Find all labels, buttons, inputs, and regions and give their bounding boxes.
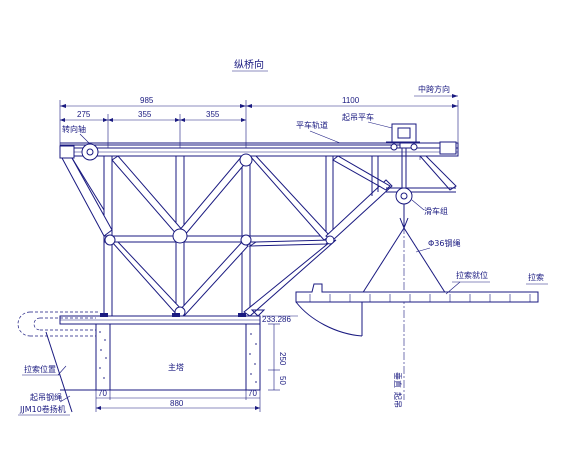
vertical-lift-label-1: 垂直 bbox=[393, 372, 403, 388]
lifting-rope-lines bbox=[45, 331, 96, 413]
pulley-block-leader bbox=[411, 199, 425, 211]
hoist-trolley-label: 起吊平车 bbox=[342, 112, 374, 122]
dim-250: 250 bbox=[278, 352, 287, 366]
pulley-block bbox=[395, 148, 413, 230]
dim-275: 275 bbox=[77, 110, 91, 119]
dim-70-left: 70 bbox=[98, 389, 107, 398]
dim-1100: 1100 bbox=[342, 96, 360, 105]
dim-355-a: 355 bbox=[138, 110, 152, 119]
cable-spot-label: 拉索位置 bbox=[24, 364, 56, 374]
steel-rope-label: Φ36钢绳 bbox=[428, 238, 460, 248]
deck-top-beam bbox=[59, 313, 261, 325]
dim-70-right: 70 bbox=[248, 389, 257, 398]
vertical-lift-label-2: 起吊 bbox=[393, 392, 402, 408]
pulley-block-label: 滑车组 bbox=[424, 206, 448, 216]
cable-spot-leader bbox=[57, 365, 67, 376]
truss-diagonals bbox=[110, 155, 337, 317]
elevation-value: 233.286 bbox=[262, 315, 291, 324]
top-dimension-lines bbox=[59, 100, 459, 150]
dim-880: 880 bbox=[170, 399, 184, 408]
cable-spot-dashed bbox=[17, 311, 100, 337]
main-tower-label: 主塔 bbox=[168, 362, 184, 372]
trolley-rail-leader bbox=[309, 130, 341, 144]
cable-position-label: 拉索就位 bbox=[456, 270, 488, 280]
rotating-shaft bbox=[59, 143, 99, 161]
drawing-title: 纵桥向 bbox=[234, 58, 264, 71]
direction-label: 中跨方向 bbox=[418, 84, 450, 94]
winch-label: JJM10卷扬机 bbox=[19, 404, 66, 414]
dim-355-b: 355 bbox=[206, 110, 220, 119]
hoist-trolley-leader bbox=[367, 121, 393, 129]
elevation-marker bbox=[250, 309, 298, 317]
hoist-trolley bbox=[386, 123, 457, 155]
dim-50: 50 bbox=[278, 376, 287, 385]
rotating-shaft-label: 转向轴 bbox=[62, 124, 86, 134]
steel-rope-sling bbox=[361, 227, 447, 295]
dim-985: 985 bbox=[140, 96, 154, 105]
cable-label: 拉索 bbox=[528, 272, 544, 282]
cable-position-leader bbox=[445, 281, 461, 295]
right-cantilever-underside bbox=[325, 155, 457, 241]
direction-arrow-head bbox=[452, 94, 458, 98]
main-tower bbox=[95, 323, 261, 391]
rotating-shaft-leader bbox=[79, 133, 91, 145]
cable-segment bbox=[295, 283, 539, 337]
steel-rope-leader bbox=[415, 247, 431, 253]
tower-height-dims bbox=[268, 323, 280, 391]
lifting-rope-leader bbox=[59, 395, 71, 403]
truss-node-plates bbox=[104, 153, 335, 318]
lifting-rope-label: 起吊钢绳 bbox=[30, 392, 62, 402]
left-outrigger-strut bbox=[61, 157, 113, 237]
trolley-rail-label: 平车轨道 bbox=[296, 120, 328, 130]
bottom-dimension-lines bbox=[95, 390, 261, 412]
top-beam bbox=[59, 142, 459, 160]
